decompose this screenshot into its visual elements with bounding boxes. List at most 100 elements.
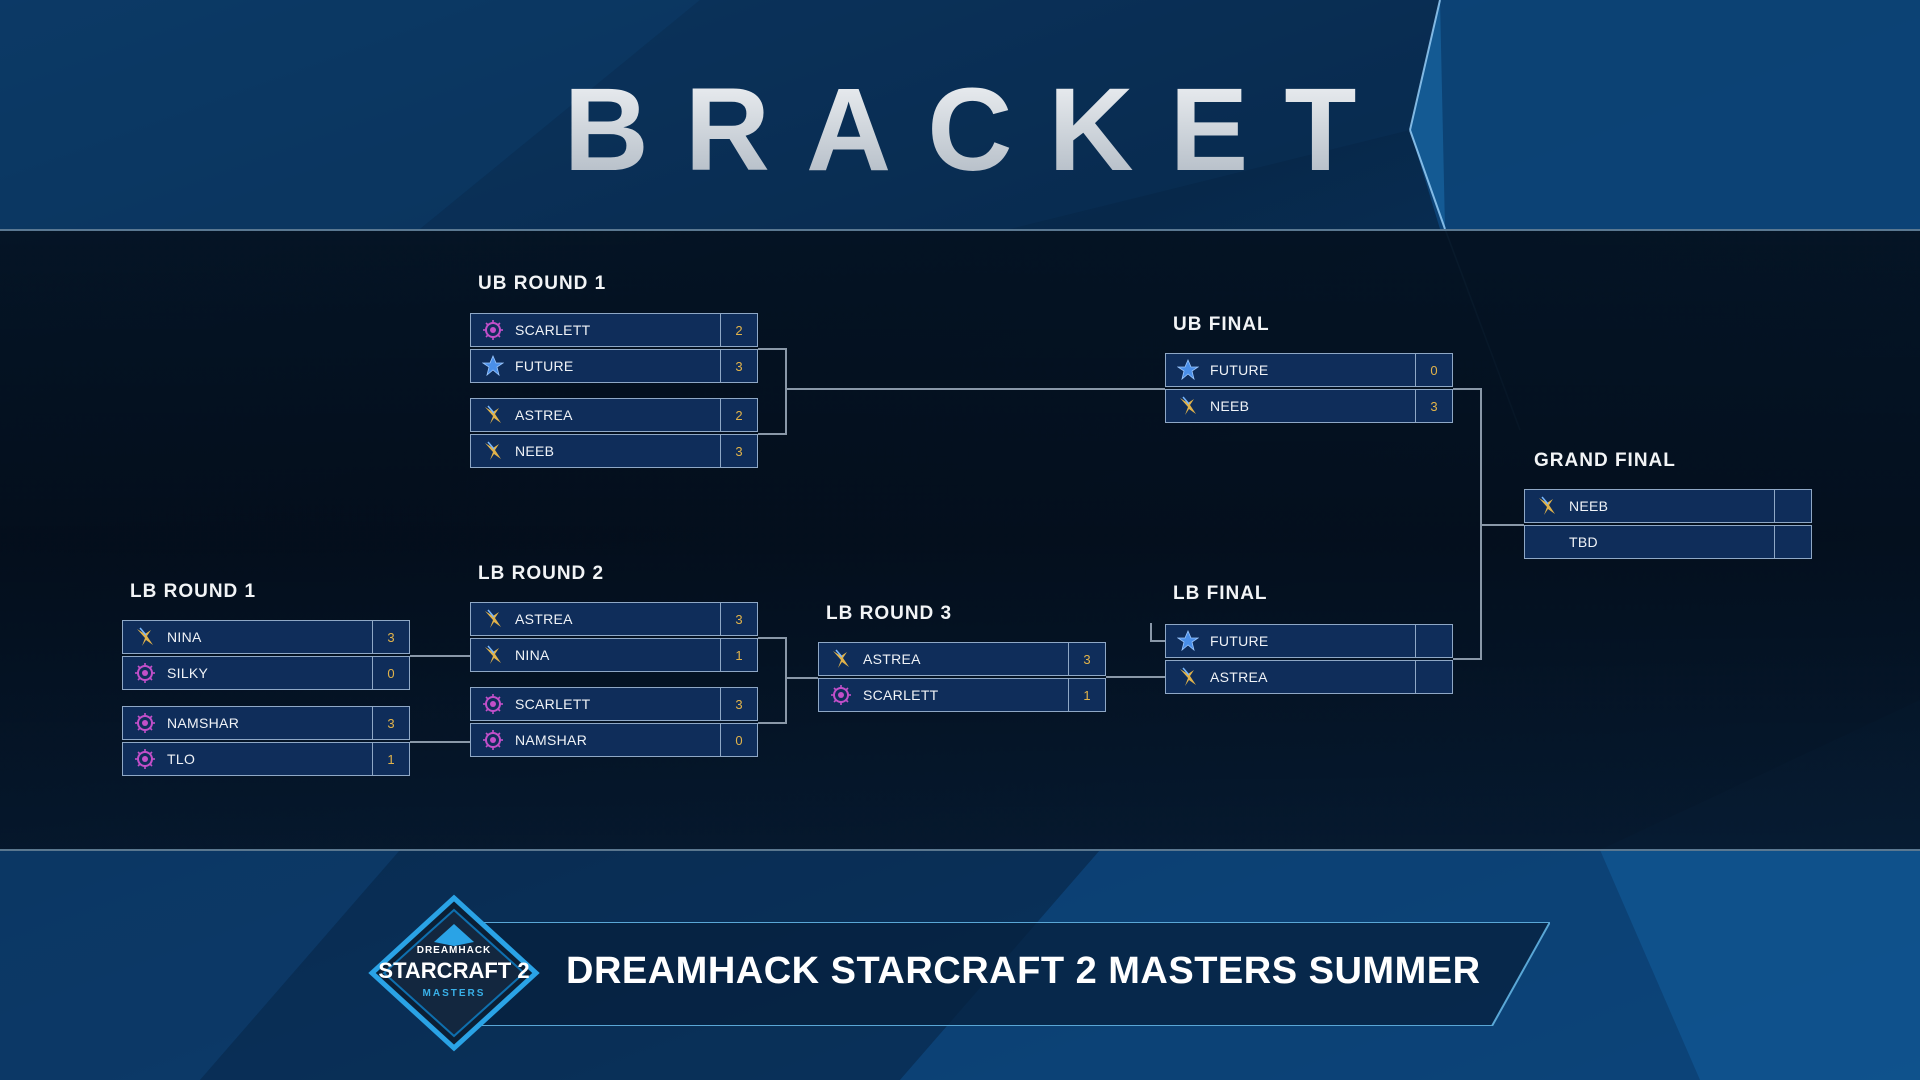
player-score — [1415, 625, 1452, 657]
terran-icon — [1176, 629, 1200, 653]
zerg-icon — [481, 692, 505, 716]
player-row[interactable]: TLO 1 — [122, 742, 410, 776]
zerg-icon — [133, 747, 157, 771]
player-score: 2 — [720, 399, 757, 431]
player-row[interactable]: SCARLETT 1 — [818, 678, 1106, 712]
logo-text-main: STARCRAFT 2 — [378, 958, 530, 983]
round-label-ub-final: UB FINAL — [1173, 314, 1270, 335]
starcraft-masters-logo: DREAMHACK STARCRAFT 2 MASTERS — [368, 894, 540, 1052]
player-name: SCARLETT — [515, 322, 591, 338]
protoss-icon — [1176, 665, 1200, 689]
player-name: FUTURE — [515, 358, 574, 374]
player-name: NEEB — [515, 443, 555, 459]
protoss-icon — [829, 647, 853, 671]
player-name: ASTREA — [515, 611, 573, 627]
player-score: 3 — [720, 603, 757, 635]
round-label-lb3: LB ROUND 3 — [826, 603, 953, 624]
player-score: 2 — [720, 314, 757, 346]
player-name: FUTURE — [1210, 362, 1269, 378]
player-name: ASTREA — [515, 407, 573, 423]
player-score: 0 — [1415, 354, 1452, 386]
protoss-icon — [481, 643, 505, 667]
empty-race-icon — [1535, 530, 1559, 554]
round-label-ub1: UB ROUND 1 — [478, 273, 607, 294]
player-name: NAMSHAR — [515, 732, 588, 748]
player-name: NINA — [167, 629, 202, 645]
player-score — [1774, 526, 1811, 558]
player-name: ASTREA — [863, 651, 921, 667]
player-row[interactable]: TBD — [1524, 525, 1812, 559]
player-name: ASTREA — [1210, 669, 1268, 685]
player-name: NINA — [515, 647, 550, 663]
player-row[interactable]: SILKY 0 — [122, 656, 410, 690]
player-score: 0 — [372, 657, 409, 689]
logo-diamond-icon — [368, 894, 540, 1052]
player-score: 3 — [372, 707, 409, 739]
footer-banner — [470, 922, 1550, 1026]
event-name: DREAMHACK STARCRAFT 2 MASTERS SUMMER — [566, 950, 1481, 992]
player-row[interactable]: NINA 1 — [470, 638, 758, 672]
player-score: 1 — [372, 743, 409, 775]
match-lb-final[interactable]: FUTURE ASTREA — [1165, 624, 1453, 696]
player-name: TBD — [1569, 534, 1598, 550]
logo-text-sub: MASTERS — [422, 988, 486, 999]
player-name: SCARLETT — [863, 687, 939, 703]
terran-icon — [1176, 358, 1200, 382]
protoss-icon — [481, 439, 505, 463]
player-row[interactable]: ASTREA 3 — [470, 602, 758, 636]
player-score: 3 — [720, 350, 757, 382]
round-label-grand-final: GRAND FINAL — [1534, 450, 1676, 471]
protoss-icon — [481, 607, 505, 631]
protoss-icon — [1176, 394, 1200, 418]
terran-icon — [481, 354, 505, 378]
player-name: FUTURE — [1210, 633, 1269, 649]
player-row[interactable]: ASTREA 3 — [818, 642, 1106, 676]
player-name: NAMSHAR — [167, 715, 240, 731]
round-label-lb2: LB ROUND 2 — [478, 563, 605, 584]
player-score: 3 — [1415, 390, 1452, 422]
player-row[interactable]: NINA 3 — [122, 620, 410, 654]
player-row[interactable]: NAMSHAR 3 — [122, 706, 410, 740]
player-score: 3 — [1068, 643, 1105, 675]
player-row[interactable]: SCARLETT 2 — [470, 313, 758, 347]
protoss-icon — [1535, 494, 1559, 518]
logo-text-top: DREAMHACK — [416, 945, 492, 956]
zerg-icon — [481, 318, 505, 342]
page-title: BRACKET — [0, 62, 1920, 198]
player-row[interactable]: FUTURE — [1165, 624, 1453, 658]
player-name: SILKY — [167, 665, 209, 681]
match-grand-final[interactable]: NEEB TBD — [1524, 489, 1812, 561]
player-name: TLO — [167, 751, 196, 767]
zerg-icon — [133, 661, 157, 685]
player-row[interactable]: FUTURE 0 — [1165, 353, 1453, 387]
player-row[interactable]: NEEB 3 — [470, 434, 758, 468]
player-score: 1 — [720, 639, 757, 671]
round-label-lb-final: LB FINAL — [1173, 583, 1268, 604]
zerg-icon — [829, 683, 853, 707]
zerg-icon — [133, 711, 157, 735]
player-row[interactable]: NEEB — [1524, 489, 1812, 523]
protoss-icon — [481, 403, 505, 427]
round-label-lb1: LB ROUND 1 — [130, 581, 257, 602]
player-row[interactable]: ASTREA — [1165, 660, 1453, 694]
player-row[interactable]: ASTREA 2 — [470, 398, 758, 432]
player-row[interactable]: NEEB 3 — [1165, 389, 1453, 423]
player-score: 3 — [372, 621, 409, 653]
player-name: NEEB — [1210, 398, 1250, 414]
player-score — [1774, 490, 1811, 522]
player-score: 1 — [1068, 679, 1105, 711]
player-score: 3 — [720, 435, 757, 467]
zerg-icon — [481, 728, 505, 752]
player-score — [1415, 661, 1452, 693]
player-row[interactable]: FUTURE 3 — [470, 349, 758, 383]
